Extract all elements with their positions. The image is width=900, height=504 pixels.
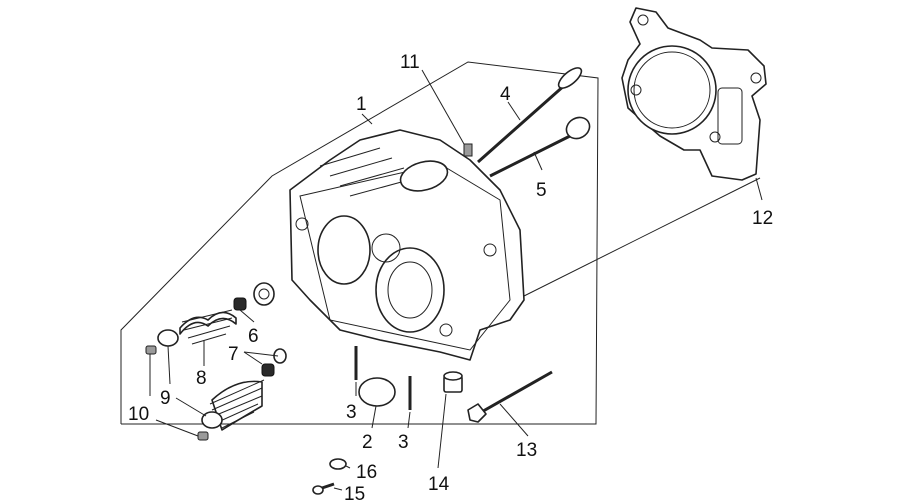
leader-16	[345, 465, 351, 469]
callout-8: 8	[196, 368, 207, 389]
callout-2: 2	[362, 432, 373, 453]
leader-11	[421, 69, 465, 145]
leader-7a	[243, 351, 263, 365]
spring-retainer-upper	[157, 329, 179, 347]
valve-spring-upper	[179, 309, 237, 345]
callout-4: 4	[500, 84, 511, 105]
leader-1	[361, 113, 373, 125]
callout-12: 12	[752, 208, 773, 229]
leader-4	[507, 101, 521, 121]
leader-9	[167, 345, 171, 385]
leader-7b	[243, 351, 279, 357]
callout-11: 11	[400, 52, 420, 73]
callout-13: 13	[516, 440, 537, 461]
callout-16: 16	[356, 462, 377, 483]
callout-1: 1	[356, 94, 367, 115]
callout-3-right: 3	[398, 432, 409, 453]
callout-7: 7	[228, 344, 239, 365]
small-washer	[329, 458, 347, 470]
leader-5	[533, 151, 543, 171]
intake-valve	[477, 67, 583, 164]
leader-10b	[155, 419, 199, 437]
spring-retainer-lower	[201, 411, 223, 429]
valve-cotter-upper	[145, 345, 157, 355]
valve-stem-seal-lower	[261, 363, 275, 377]
leader-12	[755, 177, 763, 201]
assembly-outline	[120, 61, 599, 425]
leader-6	[239, 309, 255, 323]
callout-14: 14	[428, 474, 450, 495]
leader-13	[499, 403, 529, 437]
leader-2	[371, 405, 377, 429]
assembly-outline-gasket-link	[519, 177, 761, 299]
callout-10: 10	[128, 404, 149, 425]
valve-seal-ring-inner	[258, 288, 270, 300]
valve-seal-ring	[253, 282, 275, 306]
leader-15	[333, 487, 343, 491]
cylinder-head-gasket	[621, 7, 767, 181]
leader-3b	[407, 411, 411, 429]
valve-spring-lower	[209, 379, 265, 431]
long-bolt	[467, 370, 553, 423]
leader-9b	[175, 397, 207, 417]
cylinder-head	[289, 129, 525, 361]
valve-stem-seal-upper	[233, 297, 247, 311]
callout-3-left: 3	[346, 402, 357, 423]
callout-6: 6	[248, 326, 259, 347]
plug	[443, 371, 463, 393]
small-stud	[463, 143, 473, 157]
callout-15: 15	[344, 484, 365, 504]
leader-14	[437, 393, 447, 469]
o-ring	[358, 377, 396, 407]
callout-5: 5	[536, 180, 547, 201]
valve-cotter-lower	[197, 431, 209, 441]
callout-9: 9	[160, 388, 171, 409]
small-bolt	[312, 482, 335, 495]
exhaust-valve	[489, 116, 591, 178]
